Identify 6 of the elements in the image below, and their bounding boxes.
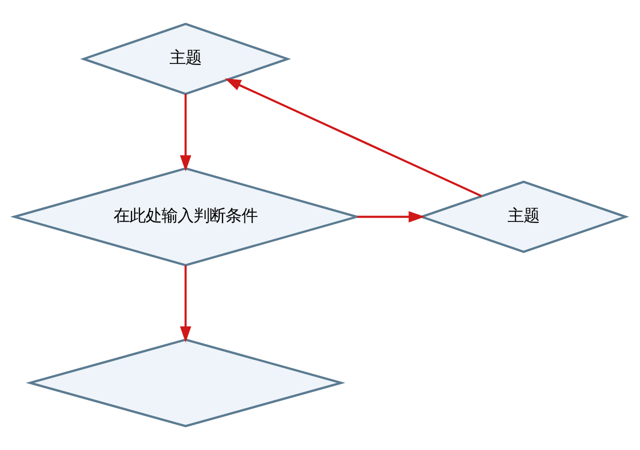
arrow: [357, 211, 425, 222]
arrow: [180, 94, 192, 172]
node-diamond: [26, 338, 346, 428]
node-diamond: 主题: [80, 22, 292, 96]
arrow: [224, 78, 482, 197]
arrow: [180, 265, 192, 342]
